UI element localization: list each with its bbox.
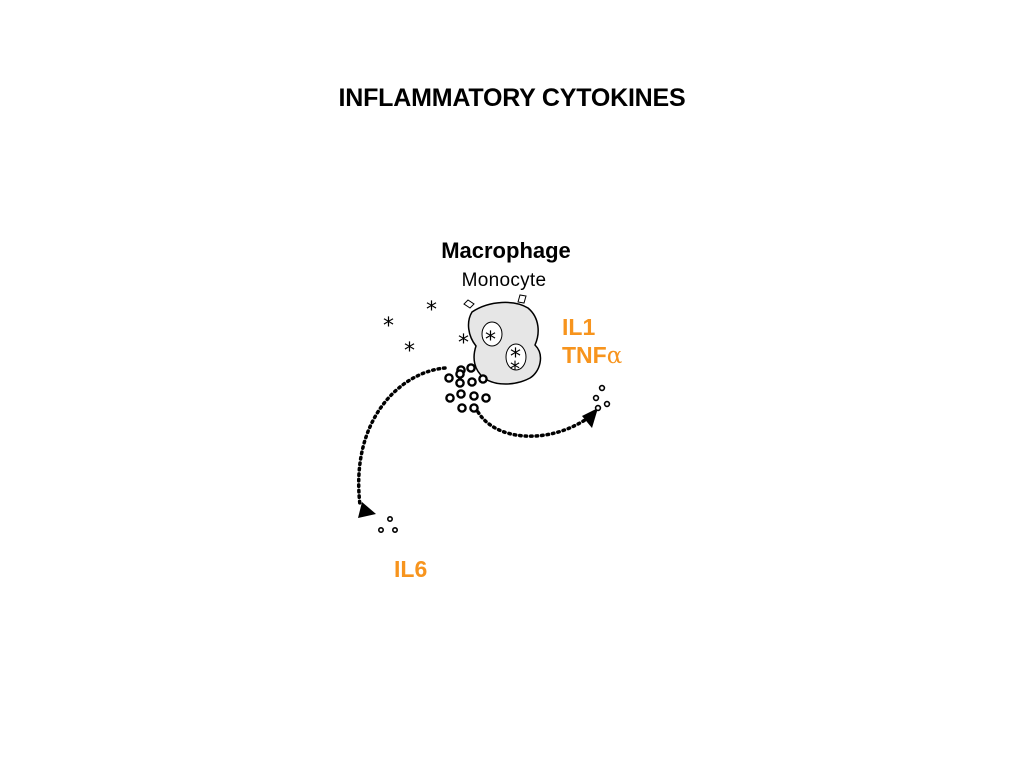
cytokine-il6-label: IL6 [394,555,427,583]
cytokine-il1-label: IL1 [562,313,595,341]
released-granule [598,384,606,392]
cytokine-granule [481,393,491,403]
il1-text: IL1 [562,314,596,340]
slide-title: INFLAMMATORY CYTOKINES [338,84,686,112]
tnf-alpha-symbol: α [606,343,623,369]
released-granules-tnf [592,384,611,412]
cell-membrane [467,301,542,385]
cytokine-granule [445,393,455,403]
vacuole-2 [505,343,527,371]
cytokine-tnf-label: TNFα [562,341,622,370]
asterisk-mark: * [510,357,520,381]
arrowhead-il6 [358,502,376,518]
arrow-to-il6 [357,366,447,507]
cytokine-granule [469,391,479,401]
cytokine-granule [478,374,488,384]
cytokine-granule [455,369,465,379]
il6-text: IL6 [394,556,428,582]
macrophage-cell [463,294,542,385]
released-granule [592,394,600,402]
pseudopod-right [517,294,527,304]
arrow-to-il1-tnf [476,410,587,438]
cytokine-granule [469,403,479,413]
monocyte-label: Monocyte [461,270,547,291]
cytokine-granule [457,403,467,413]
released-granule [603,400,611,408]
released-granule [594,404,602,412]
asterisk-mark: * [426,298,437,323]
asterisk-mark: * [404,339,415,364]
asterisk-mark: * [485,328,496,353]
cytokine-granules [444,363,491,413]
asterisk-mark: * [458,331,469,356]
asterisk-mark: * [510,345,521,370]
tnf-text: TNF [562,342,607,368]
pseudopod-left [463,299,475,309]
macrophage-label: Macrophage [441,238,571,263]
released-granules-il6 [377,515,398,533]
released-granule [391,526,398,533]
released-granule [386,515,393,522]
arrowhead-il1-tnf [582,408,598,428]
cytokine-granule [467,377,477,387]
cytokine-granule [455,378,465,388]
asterisk-mark: * [383,314,394,339]
cytokine-granule [466,363,476,373]
vacuole-1 [481,321,503,347]
stimulus-asterisks: ******* [383,298,521,381]
cytokine-granule [456,389,466,399]
cytokine-granule [444,373,454,383]
released-granule [377,526,384,533]
